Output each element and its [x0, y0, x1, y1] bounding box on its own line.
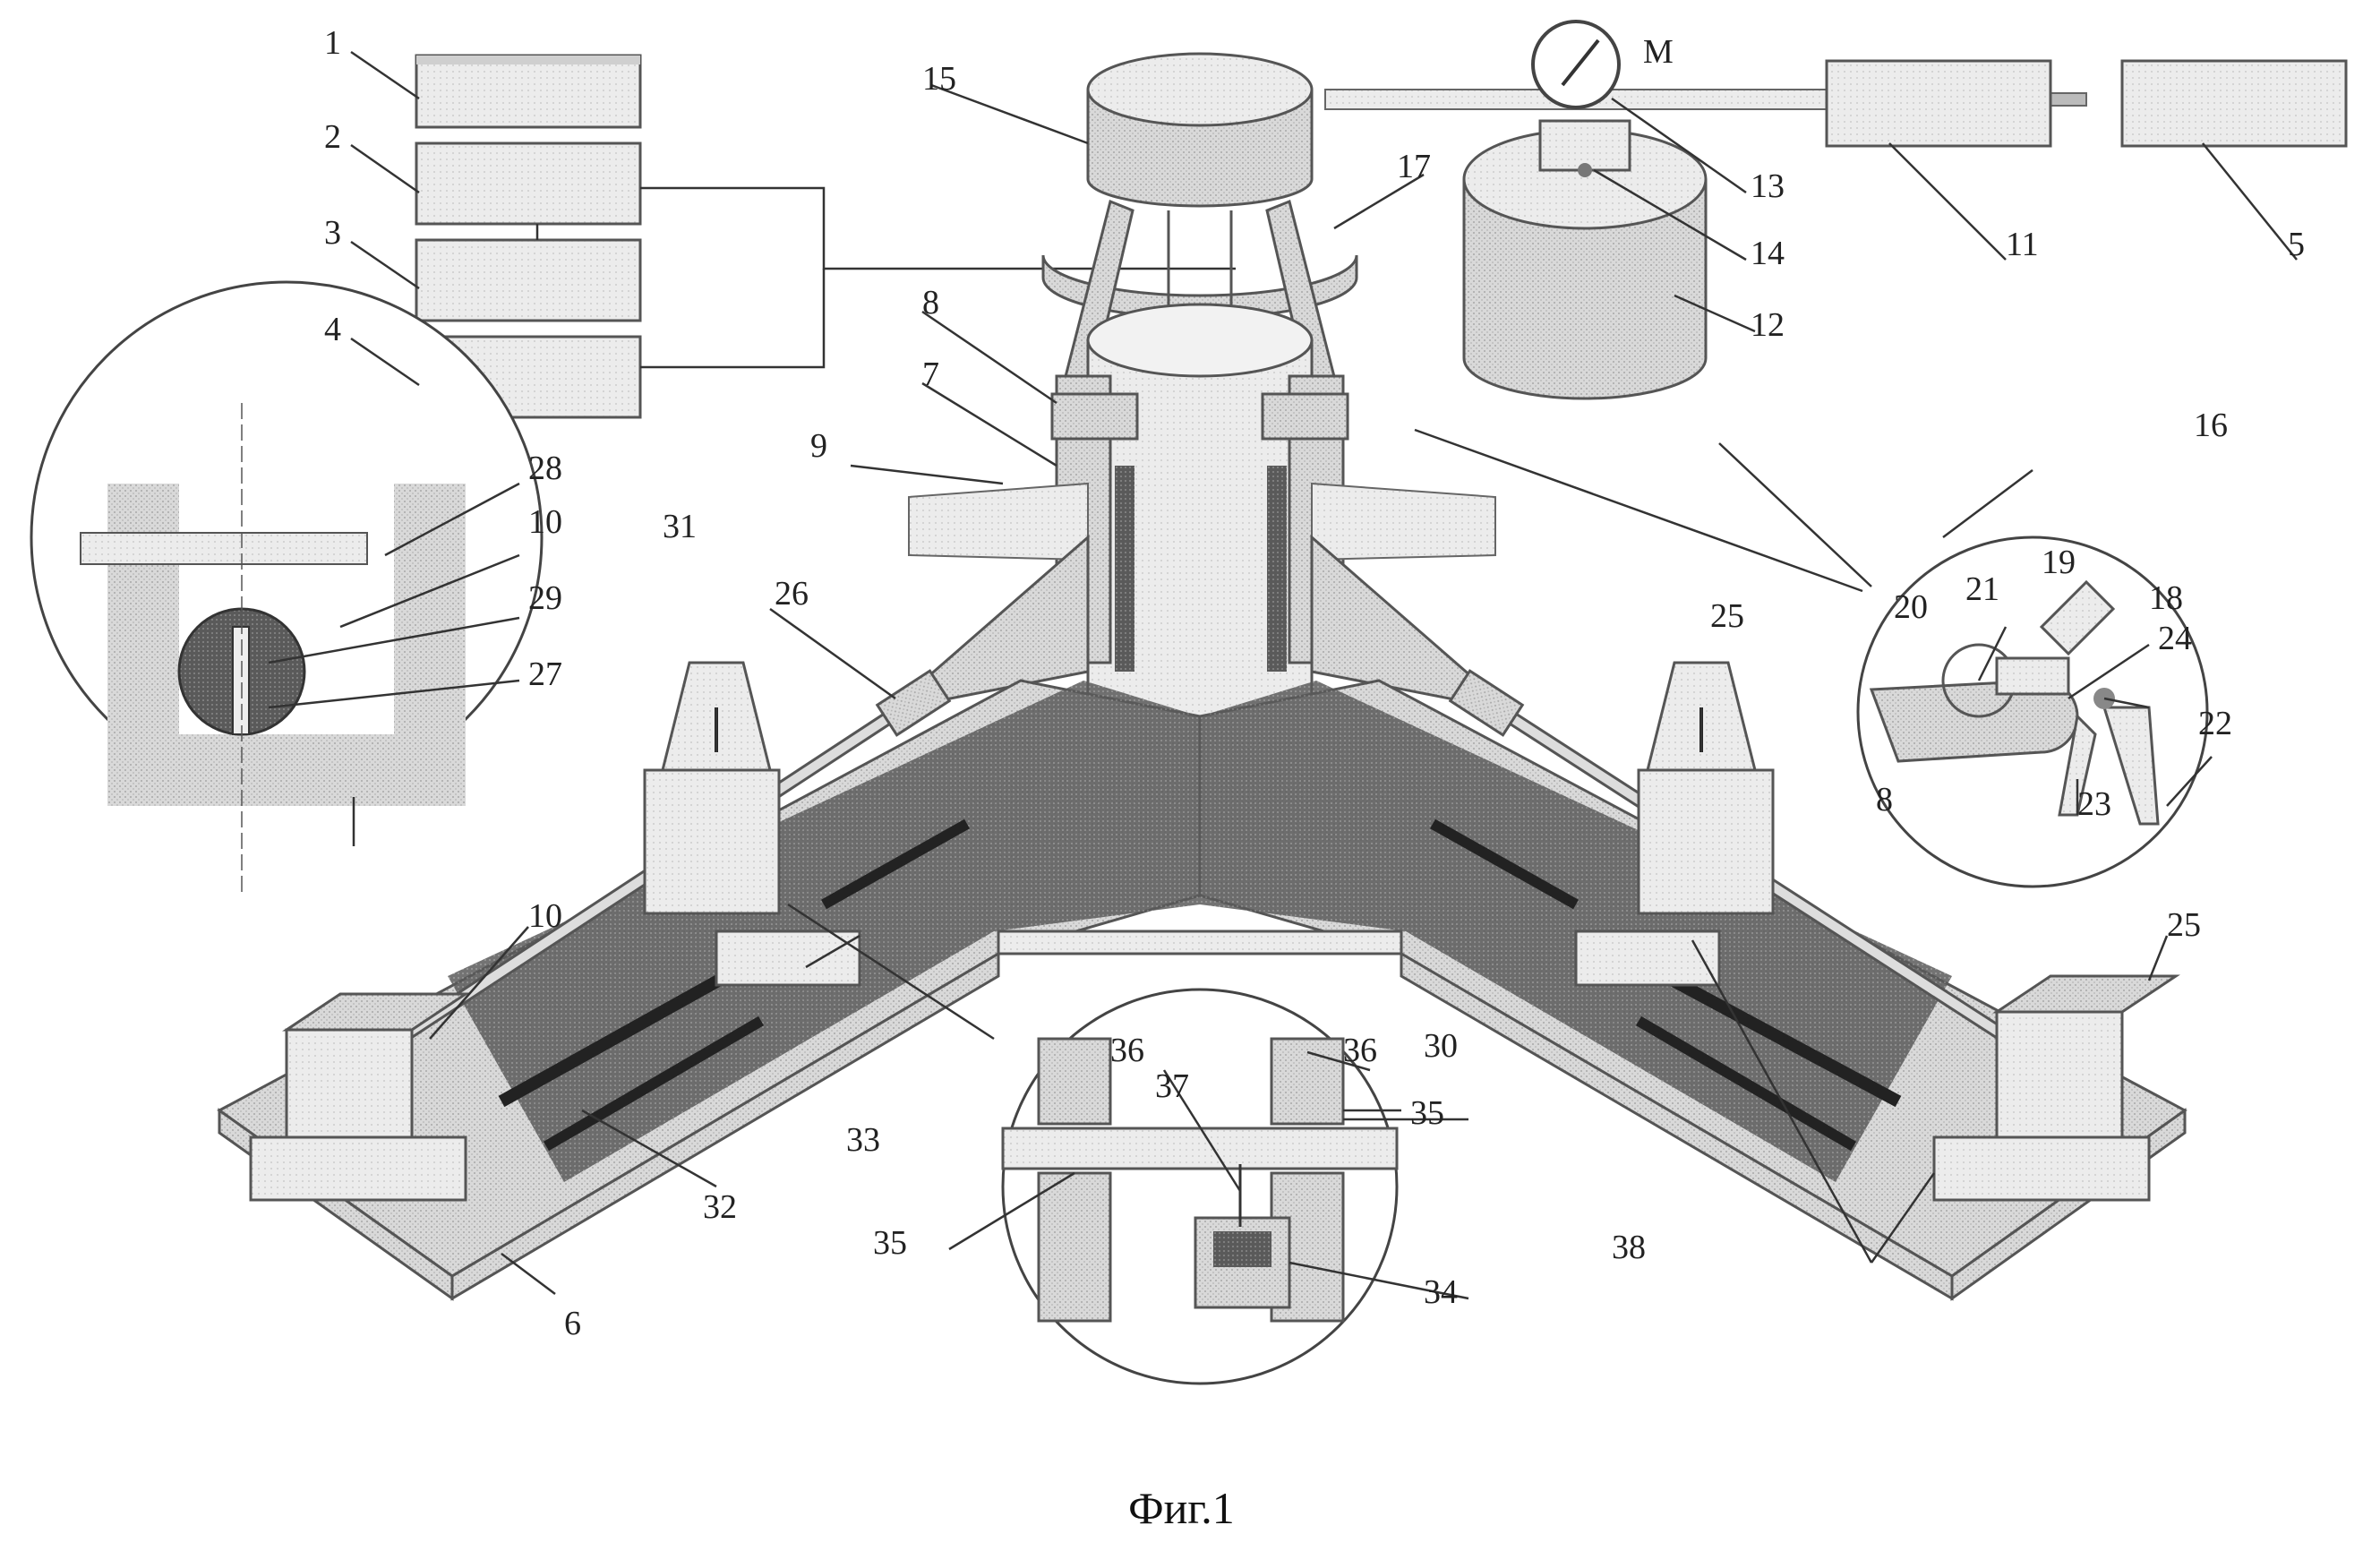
ref-11: 11 [2006, 226, 2039, 263]
ref-36-right: 36 [1343, 1032, 1377, 1069]
ref-5: 5 [2288, 226, 2305, 263]
gauge-letter: M [1643, 33, 1674, 71]
detail-view-left [31, 282, 542, 895]
ref-9: 9 [810, 427, 827, 465]
ref-15: 15 [922, 60, 956, 98]
ref-26: 26 [775, 575, 809, 613]
ref-23: 23 [2077, 785, 2111, 823]
detail-view-bottom [1003, 990, 1397, 1384]
block-11 [1827, 61, 2051, 146]
figure-caption: Фиг.1 [0, 1482, 2363, 1534]
control-block-3 [416, 240, 640, 321]
ref-16: 16 [2194, 407, 2228, 444]
ref-2: 2 [324, 118, 341, 156]
ref-27: 27 [528, 655, 562, 693]
ref-32: 32 [703, 1188, 737, 1226]
ref-3: 3 [324, 214, 341, 252]
control-block-1 [416, 56, 640, 127]
ref-13: 13 [1751, 167, 1785, 205]
block-5 [2122, 61, 2346, 146]
ref-36-left: 36 [1110, 1032, 1144, 1069]
ref-35-right: 35 [1410, 1094, 1444, 1132]
ref-31: 31 [663, 508, 697, 545]
ref-12: 12 [1751, 306, 1785, 344]
control-block-2 [416, 143, 640, 224]
ref-34: 34 [1424, 1273, 1458, 1311]
ref-25-outer: 25 [2167, 906, 2201, 944]
ref-33: 33 [846, 1121, 880, 1159]
hydraulic-tank-12 [1464, 121, 1706, 398]
ref-7: 7 [922, 356, 939, 393]
ref-20: 20 [1894, 588, 1928, 626]
ref-29: 29 [528, 579, 562, 617]
ref-21: 21 [1965, 570, 1999, 608]
ref-24: 24 [2158, 620, 2192, 657]
ref-22: 22 [2198, 705, 2232, 742]
ref-1: 1 [324, 24, 341, 62]
ref-10: 10 [528, 897, 562, 935]
ref-17: 17 [1397, 148, 1431, 185]
hydraulic-cylinder-15 [1088, 54, 1312, 206]
ref-37: 37 [1155, 1067, 1189, 1105]
ref-19: 19 [2042, 544, 2076, 581]
ref-25-inner: 25 [1710, 597, 1744, 635]
ref-4: 4 [324, 311, 341, 348]
ref-8-detail: 8 [1876, 781, 1893, 818]
ref-18: 18 [2149, 579, 2183, 617]
ref-6: 6 [564, 1305, 581, 1342]
ref-38: 38 [1612, 1229, 1646, 1266]
ref-10-detail: 10 [528, 503, 562, 541]
ref-35-left: 35 [873, 1224, 907, 1262]
ref-30: 30 [1424, 1027, 1458, 1065]
ref-14: 14 [1751, 235, 1785, 272]
ref-28: 28 [528, 450, 562, 487]
ref-8: 8 [922, 284, 939, 321]
